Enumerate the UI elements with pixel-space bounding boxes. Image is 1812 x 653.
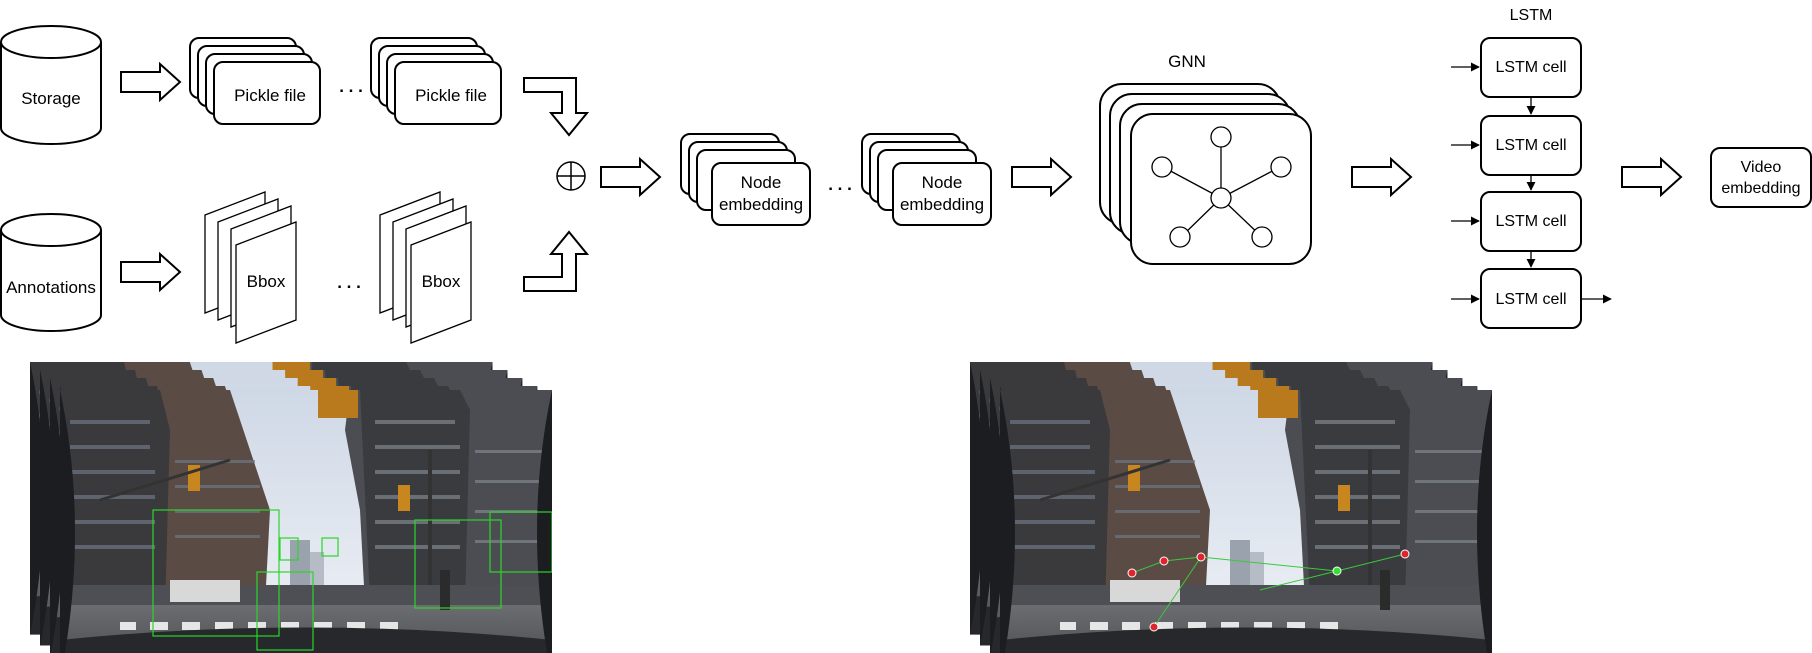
bbox-stack-2: Bbox — [379, 191, 472, 344]
block-arrow — [1351, 156, 1413, 198]
pickle-ellipsis: . . . — [339, 77, 363, 96]
video-embedding-line2: embedding — [1721, 180, 1800, 197]
detection-box — [152, 509, 280, 637]
lstm-cell-label: LSTM cell — [1495, 137, 1566, 154]
bbox-label: Bbox — [247, 272, 286, 291]
lstm-cell-label: LSTM cell — [1495, 59, 1566, 76]
bbox-frame-front — [60, 390, 552, 653]
graph-overlay-node — [1196, 552, 1206, 562]
node-embedding-stack-1: Node embedding — [680, 133, 811, 226]
detection-box — [321, 537, 339, 557]
lstm-cell: LSTM cell — [1480, 115, 1582, 176]
graph-node — [1151, 156, 1173, 178]
elbow-arrow-down — [523, 77, 590, 137]
graph-node — [1251, 226, 1273, 248]
lstm-title: LSTM — [1510, 7, 1553, 24]
graph-overlay-node — [1332, 566, 1342, 576]
pickle-file-stack-2: Pickle file — [370, 37, 502, 125]
lstm-cell: LSTM cell — [1480, 37, 1582, 98]
detection-box — [489, 511, 552, 573]
bbox-label: Bbox — [422, 272, 461, 291]
annotations-label: Annotations — [6, 278, 96, 297]
graph-node — [1210, 126, 1232, 148]
graph-overlay-node — [1149, 622, 1159, 632]
node-embedding-label-line1: Node — [922, 173, 963, 192]
graph-node — [1210, 187, 1232, 209]
bbox-ellipsis: . . . — [337, 273, 361, 292]
node-embedding-label-line1: Node — [741, 173, 782, 192]
lstm-cell-label: LSTM cell — [1495, 213, 1566, 230]
bbox-frame-stack — [28, 360, 552, 653]
bbox-stack-1: Bbox — [204, 191, 297, 344]
lstm-cell-label: LSTM cell — [1495, 291, 1566, 308]
detection-box — [256, 571, 314, 651]
lstm-column: LSTM cell LSTM cell LSTM cell LSTM cell — [1451, 37, 1612, 329]
elbow-arrow-up — [523, 230, 590, 292]
storage-database: Storage — [0, 25, 102, 145]
video-embedding-line1: Video — [1741, 159, 1782, 176]
node-embedding-ellipsis: . . . — [828, 175, 852, 194]
graph-overlay-node — [1127, 568, 1137, 578]
block-arrow — [120, 61, 182, 103]
lstm-cell: LSTM cell — [1480, 268, 1582, 329]
pickle-file-label: Pickle file — [234, 86, 306, 105]
graph-node — [1270, 156, 1292, 178]
graph-frame-stack — [968, 360, 1492, 653]
pickle-file-stack-1: Pickle file — [189, 37, 321, 125]
node-embedding-label-line2: embedding — [900, 195, 984, 214]
block-arrow — [600, 156, 662, 198]
graph-node — [1169, 226, 1191, 248]
gnn-stack — [1099, 83, 1312, 265]
storage-label: Storage — [21, 89, 81, 108]
graph-overlay-node — [1400, 549, 1410, 559]
detection-box — [279, 537, 299, 561]
gnn-title: GNN — [1168, 52, 1206, 71]
graph-frame-front — [1000, 390, 1492, 653]
block-arrow — [120, 251, 182, 293]
graph-overlay-node — [1159, 556, 1169, 566]
pickle-file-label: Pickle file — [415, 86, 487, 105]
block-arrow — [1011, 156, 1073, 198]
node-embedding-stack-2: Node embedding — [861, 133, 992, 226]
annotations-database: Annotations — [0, 213, 102, 332]
node-embedding-label-line2: embedding — [719, 195, 803, 214]
lstm-cell: LSTM cell — [1480, 191, 1582, 252]
fusion-operator — [556, 161, 586, 191]
detection-box — [414, 519, 502, 609]
video-embedding-box: Video embedding — [1710, 147, 1812, 208]
block-arrow — [1621, 156, 1683, 198]
